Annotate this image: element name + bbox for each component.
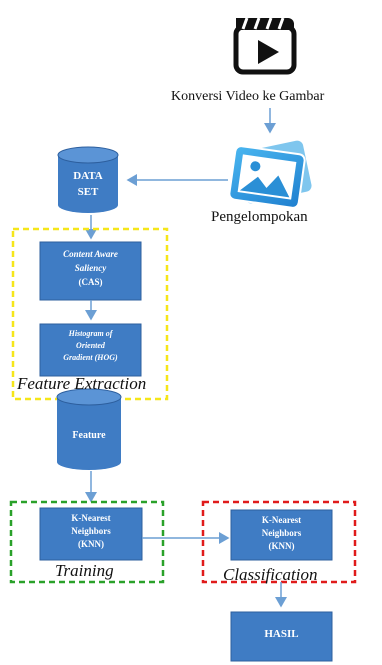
knn-classification-line1: K-Nearest: [261, 515, 302, 525]
video-caption: Konversi Video ke Gambar: [171, 89, 325, 104]
cas-line1: Content Aware: [63, 249, 118, 259]
hog-box: [39, 323, 142, 377]
cas-line2: Saliency: [74, 263, 107, 273]
hog-line2: Oriented: [76, 341, 105, 350]
feature-extraction-label: Feature Extraction: [17, 374, 147, 393]
cas-label: Content Aware Saliency (CAS): [40, 247, 141, 289]
training-group: [9, 500, 165, 584]
knn-training-line3: (KNN): [78, 539, 104, 549]
knn-classification-line2: Neighbors: [261, 528, 302, 538]
knn-classification-box: [230, 509, 333, 561]
result-box: [230, 611, 333, 662]
classification-group: [201, 500, 357, 584]
training-label: Training: [55, 561, 114, 580]
knn-training-line1: K-Nearest: [71, 513, 111, 523]
knn-training-box: [39, 507, 143, 561]
hog-line3: Gradient (HOG): [63, 353, 118, 362]
video-play-icon: [233, 17, 297, 75]
cas-box: [39, 241, 142, 301]
dataset-line2: SET: [77, 186, 99, 198]
classification-label: Classification: [223, 565, 318, 584]
feature-cylinder: [56, 388, 122, 470]
result-label: HASIL: [264, 628, 299, 640]
hog-line1: Histogram of: [68, 329, 113, 338]
dataset-label: DATA SET: [58, 168, 118, 200]
image-gallery-icon: [228, 140, 312, 209]
hog-label: Histogram of Oriented Gradient (HOG): [40, 328, 141, 364]
knn-classification-label: K-Nearest Neighbors (KNN): [231, 514, 332, 553]
cas-line3: (CAS): [78, 277, 103, 287]
knn-training-line2: Neighbors: [71, 526, 111, 536]
dataset-line1: DATA: [73, 170, 103, 182]
knn-classification-line3: (KNN): [268, 541, 295, 551]
grouping-caption: Pengelompokan: [211, 209, 308, 225]
feature-db-label: Feature: [72, 430, 106, 441]
dataset-cylinder: [57, 146, 119, 213]
knn-training-label: K-Nearest Neighbors (KNN): [40, 512, 142, 551]
